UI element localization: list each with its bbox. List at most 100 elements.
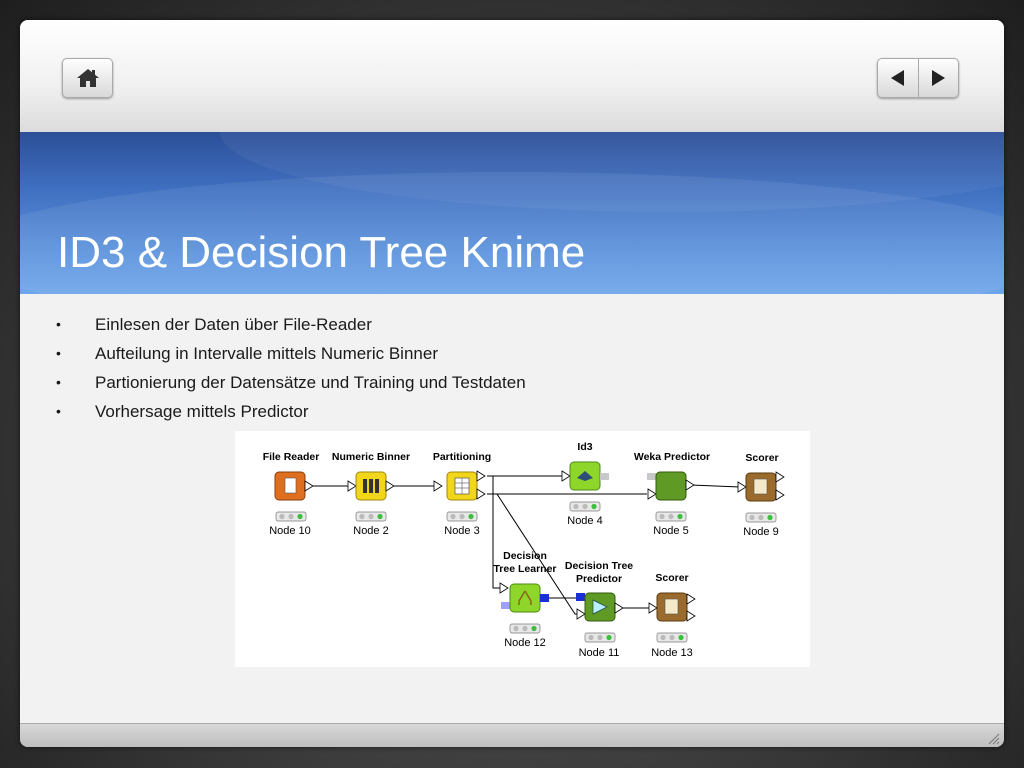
bullet-item: •Aufteilung in Intervalle mittels Numeri… — [56, 339, 526, 368]
workflow-node-partitioning[interactable]: Partitioning Node 3 — [433, 451, 491, 537]
node-id: Node 13 — [651, 647, 693, 659]
home-button[interactable] — [62, 58, 113, 98]
node-label: Numeric Binner — [332, 451, 410, 463]
bullet-text: Vorhersage mittels Predictor — [95, 402, 309, 421]
output-port — [476, 470, 486, 482]
status-light-red — [450, 513, 456, 520]
node-label: Decision Tree — [565, 560, 633, 572]
status-light-red — [659, 513, 665, 520]
node-label: Id3 — [577, 441, 592, 453]
resize-grip-icon[interactable] — [986, 731, 1000, 745]
slide-navigation — [877, 58, 959, 98]
input-port — [647, 488, 657, 500]
workflow-node-decision-tree-predictor[interactable]: Decision Tree Predictor Node 11 — [565, 560, 633, 659]
status-light-red — [749, 514, 755, 521]
bullet-glyph: • — [56, 403, 61, 419]
bullet-text: Partionierung der Datensätze und Trainin… — [95, 373, 526, 392]
input-port — [737, 481, 747, 493]
scorer-icon — [753, 478, 768, 495]
learner-icon — [577, 471, 593, 481]
node-box — [655, 471, 687, 501]
node-box — [509, 583, 541, 613]
output-port — [775, 489, 785, 501]
status-light-yellow — [459, 513, 465, 520]
input-port — [648, 602, 658, 614]
decorative-wave — [20, 172, 1004, 294]
status-light-yellow — [669, 634, 675, 641]
bullet-item: •Partionierung der Datensätze und Traini… — [56, 368, 526, 397]
status-light-red — [660, 634, 666, 641]
node-label: Partitioning — [433, 451, 491, 463]
status-light-yellow — [582, 503, 588, 510]
model-port — [647, 473, 656, 480]
bottom-status-bar — [20, 723, 1004, 747]
node-id: Node 2 — [353, 525, 388, 537]
node-label: Weka Predictor — [634, 451, 710, 463]
workflow-node-scorer[interactable]: Scorer Node 9 — [737, 452, 785, 538]
status-light-green — [767, 514, 773, 521]
workflow-node-file-reader[interactable]: File Reader Node 10 — [263, 451, 320, 537]
next-slide-button[interactable] — [918, 59, 958, 97]
status-light-green — [531, 625, 537, 632]
tree-icon — [518, 590, 532, 605]
node-label: File Reader — [263, 451, 320, 463]
input-port — [499, 582, 509, 594]
bullet-glyph: • — [56, 316, 61, 332]
slide-title: ID3 & Decision Tree Knime — [57, 228, 586, 277]
model-port — [540, 594, 549, 602]
model-port — [576, 593, 585, 601]
status-light-yellow — [758, 514, 764, 521]
input-port — [347, 480, 357, 492]
node-label: Tree Learner — [493, 563, 556, 575]
node-id: Node 5 — [653, 525, 688, 537]
input-port — [433, 480, 443, 492]
status-light-green — [297, 513, 303, 520]
scorer-icon — [664, 598, 679, 615]
output-port — [385, 480, 395, 492]
model-port — [600, 473, 609, 480]
status-light-red — [573, 503, 579, 510]
workflow-node-id3[interactable]: Id3 Node 4 — [561, 441, 609, 527]
bullet-text: Aufteilung in Intervalle mittels Numeric… — [95, 344, 438, 363]
previous-slide-button[interactable] — [878, 59, 918, 97]
workflow-diagram: File Reader Node 10 Numeric Binner — [263, 441, 785, 659]
node-id: Node 10 — [269, 525, 311, 537]
bin-icon — [375, 479, 379, 493]
model-port — [501, 602, 510, 609]
bullet-item: • Vorhersage mittels Predictor — [56, 397, 526, 426]
node-label: Scorer — [745, 452, 778, 464]
triangle-right-icon — [932, 70, 946, 86]
input-port — [576, 608, 586, 620]
workflow-node-weka-predictor[interactable]: Weka Predictor Node 5 — [634, 451, 710, 537]
status-light-green — [606, 634, 612, 641]
node-id: Node 9 — [743, 526, 778, 538]
status-light-green — [377, 513, 383, 520]
status-light-yellow — [668, 513, 674, 520]
node-id: Node 3 — [444, 525, 479, 537]
node-id: Node 4 — [567, 515, 602, 527]
bin-icon — [363, 479, 367, 493]
workflow-node-decision-tree-learner[interactable]: Decision Tree Learner Node 12 — [493, 550, 556, 649]
status-light-green — [468, 513, 474, 520]
document-icon — [284, 477, 297, 494]
workflow-node-scorer[interactable]: Scorer Node 13 — [648, 572, 696, 659]
output-port — [775, 471, 785, 483]
status-light-red — [279, 513, 285, 520]
status-light-yellow — [522, 625, 528, 632]
status-light-red — [588, 634, 594, 641]
bullet-item: • Einlesen der Daten über File-Reader — [56, 310, 526, 339]
bullet-text: Einlesen der Daten über File-Reader — [95, 315, 372, 334]
status-light-green — [677, 513, 683, 520]
top-toolbar — [20, 20, 1004, 132]
home-icon — [76, 69, 99, 87]
output-port — [686, 610, 696, 622]
status-light-yellow — [597, 634, 603, 641]
output-port — [614, 602, 624, 614]
knime-workflow-image: File Reader Node 10 Numeric Binner — [235, 431, 810, 667]
workflow-node-numeric-binner[interactable]: Numeric Binner Node 2 — [332, 451, 410, 537]
bin-icon — [369, 479, 373, 493]
node-label: Decision — [503, 550, 547, 562]
node-id: Node 12 — [504, 637, 546, 649]
predictor-icon — [592, 599, 608, 615]
status-light-red — [359, 513, 365, 520]
